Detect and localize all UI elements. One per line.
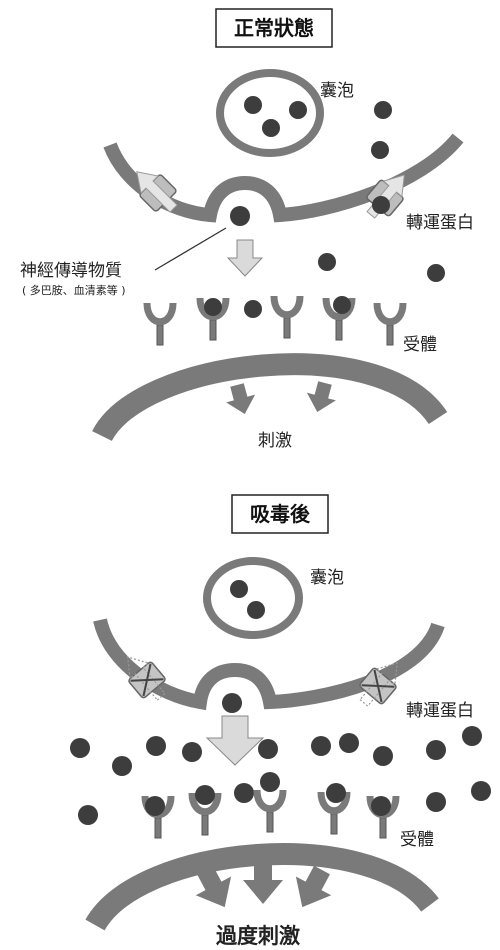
vesicle-molecule (247, 601, 265, 619)
free-molecule (373, 746, 393, 766)
free-molecule (112, 756, 132, 776)
receptor-label: 受體 (403, 335, 437, 355)
postsynaptic-membrane (85, 843, 439, 932)
reuptake-molecule (372, 196, 390, 214)
free-molecule (471, 781, 491, 801)
receptor (147, 303, 173, 345)
receptor-label: 受體 (400, 830, 434, 850)
free-molecule (78, 805, 98, 825)
transporter-protein (136, 171, 178, 213)
normal-title: 正常狀態 (234, 16, 314, 40)
free-molecule (374, 101, 392, 119)
free-molecule (318, 253, 336, 271)
free-molecule (146, 736, 166, 756)
free-molecule (371, 141, 389, 159)
blocked-transporter-protein (359, 662, 398, 707)
bound-molecule (204, 298, 222, 316)
neurotransmitter-examples: ( 多巴胺、血清素等 ) (22, 283, 126, 297)
block-mark (361, 684, 395, 688)
vesicle-molecule (289, 101, 307, 119)
receptor-row (145, 790, 396, 838)
bound-molecule (333, 296, 351, 314)
stimulus-arrow (222, 381, 260, 418)
block-mark (142, 663, 152, 697)
excess-molecules (70, 726, 491, 825)
free-molecule (234, 783, 254, 803)
vesicle (216, 69, 324, 157)
free-molecule (70, 738, 90, 758)
receptor-row (147, 296, 403, 345)
vesicle-label: 囊泡 (320, 81, 354, 101)
overstimulus-arrow (284, 860, 340, 917)
vesicle-label: 囊泡 (310, 568, 344, 588)
free-molecule (244, 300, 262, 318)
overstimulus-arrow (243, 862, 283, 904)
postsynaptic-membrane (92, 353, 448, 442)
free-molecule (462, 726, 482, 746)
receptor (377, 303, 403, 345)
free-molecule (426, 740, 446, 760)
blocked-transporter-protein (127, 656, 166, 701)
free-molecule (426, 792, 446, 812)
after-drug-title-box (231, 494, 329, 534)
free-molecule (427, 264, 445, 282)
release-arrow (205, 715, 265, 766)
stimulus-label: 刺激 (258, 431, 292, 451)
bound-molecule (260, 772, 280, 792)
overstimulus-label: 過度刺激 (216, 924, 300, 948)
receptor (257, 790, 283, 832)
neurotransmitter-pointer (154, 227, 227, 271)
after-drug-title: 吸毒後 (250, 502, 311, 526)
free-molecule (258, 739, 278, 759)
bound-molecule (195, 785, 215, 805)
stimulus-arrow (302, 379, 340, 416)
release-arrow (226, 239, 264, 277)
vesicle (203, 557, 303, 639)
transporter-label: 轉運蛋白 (406, 213, 474, 233)
neurotransmitter-label: 神經傳導物質 (20, 261, 122, 281)
bound-molecule (371, 796, 391, 816)
neurotransmitter-molecule (222, 693, 242, 713)
vesicle-molecule (262, 119, 280, 137)
free-molecule (182, 742, 202, 762)
normal-state-panel: 正常狀態 囊泡 轉運蛋白 神經傳導物質 ( 多巴胺、血清素等 ) (20, 8, 474, 451)
vesicle-molecule (230, 580, 248, 598)
neurotransmitter-molecule (230, 206, 250, 226)
transporter-label: 轉運蛋白 (406, 701, 474, 721)
normal-title-box (215, 8, 333, 48)
free-molecule (339, 733, 359, 753)
after-drug-panel: 吸毒後 囊泡 轉運蛋白 (70, 494, 491, 948)
bound-molecule (145, 796, 165, 816)
free-molecule (311, 736, 331, 756)
vesicle-molecule (244, 96, 262, 114)
receptor (274, 296, 300, 338)
bound-molecule (326, 783, 346, 803)
